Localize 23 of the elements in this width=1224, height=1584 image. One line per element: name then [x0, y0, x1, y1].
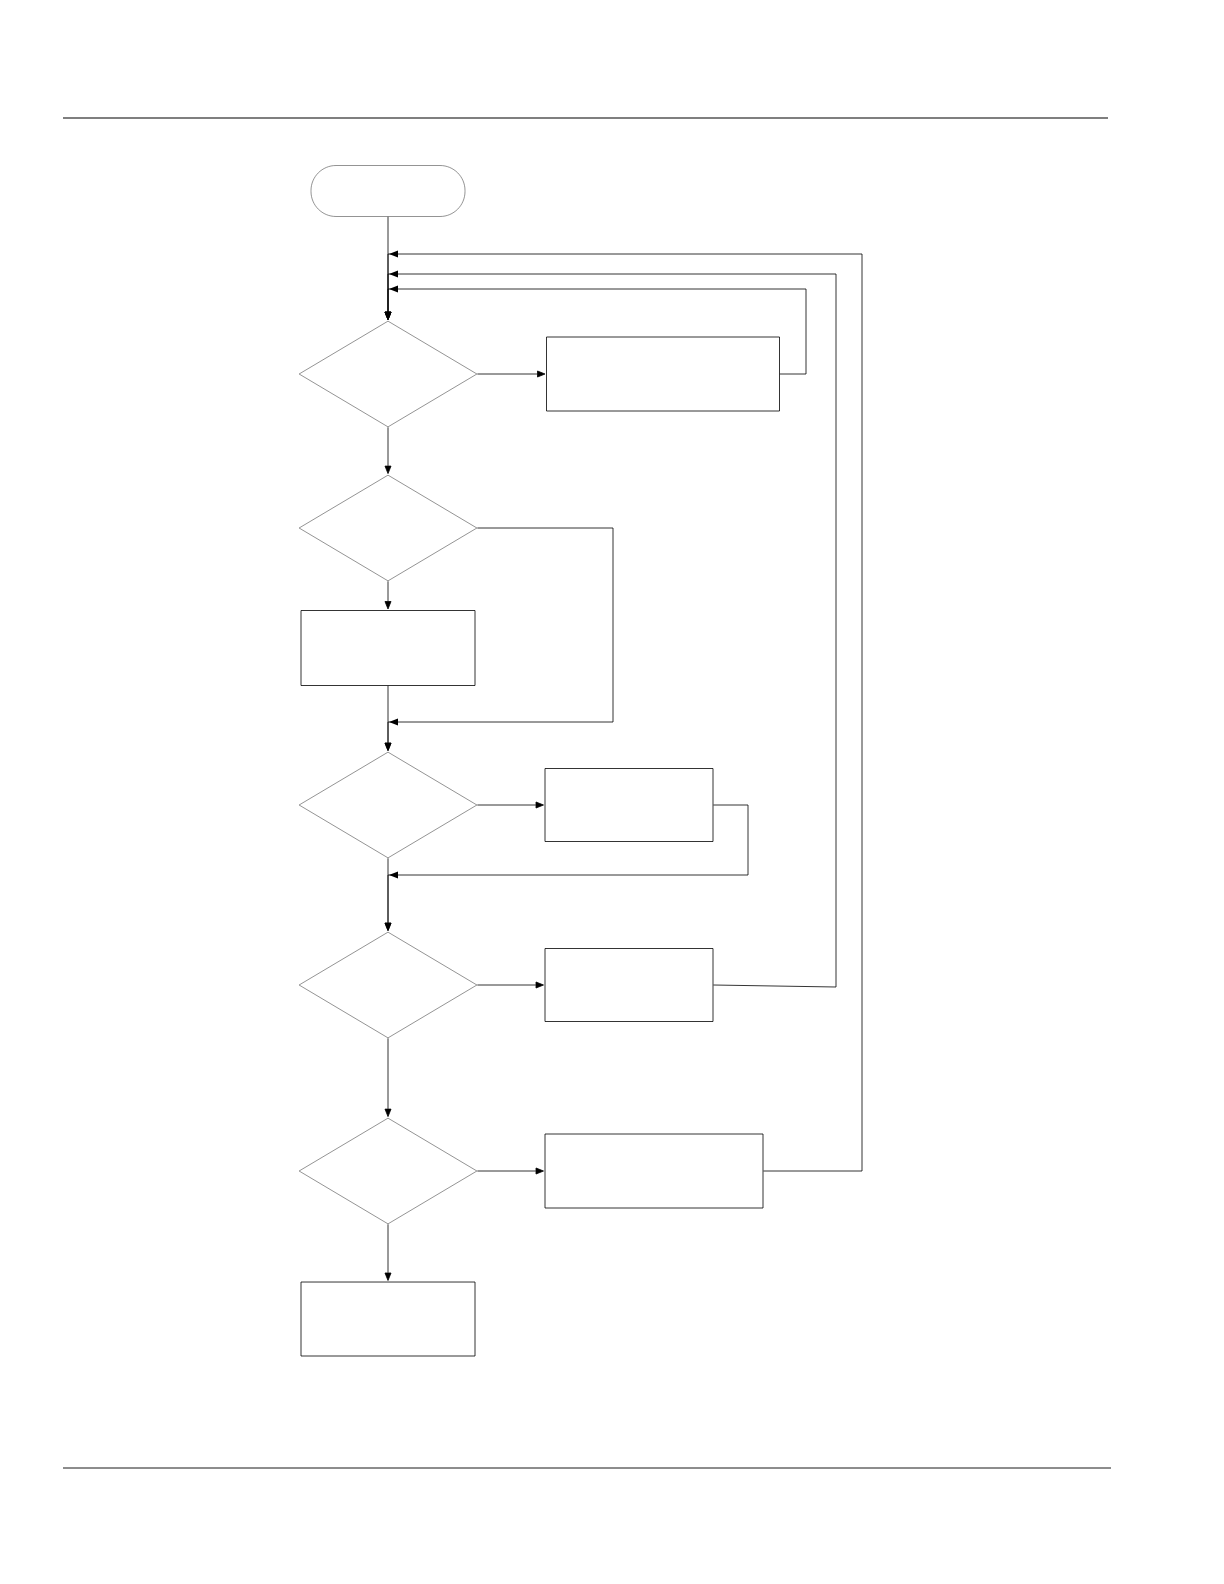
process-box [300, 1281, 476, 1357]
arrow [384, 426, 392, 474]
process-box [300, 610, 476, 686]
arrow [476, 801, 544, 809]
arrow [384, 580, 392, 610]
terminal-shape [310, 165, 466, 217]
arrow [476, 1167, 544, 1175]
arrow [384, 1223, 392, 1281]
decision-diamond [298, 751, 478, 859]
process-box [544, 768, 714, 842]
arrow [384, 857, 392, 931]
decision-diamond [298, 474, 478, 582]
arrow [476, 370, 546, 378]
decision-diamond [298, 931, 478, 1039]
decision-diamond [298, 1117, 478, 1225]
decision-diamond [298, 320, 478, 428]
process-box [544, 1133, 764, 1209]
process-box [544, 948, 714, 1022]
arrow [384, 250, 863, 1172]
process-box [546, 336, 780, 412]
arrow [384, 1037, 392, 1117]
arrow [476, 981, 544, 989]
arrow [384, 685, 392, 751]
